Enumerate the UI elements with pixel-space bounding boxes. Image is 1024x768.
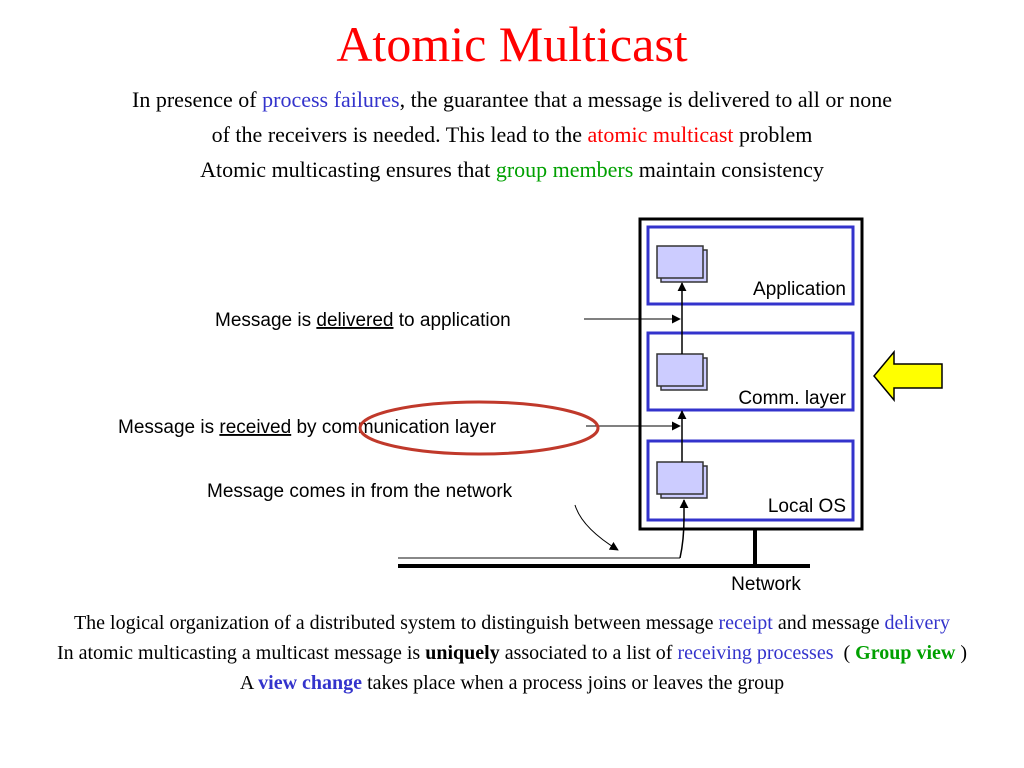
highlight-uniquely: uniquely [425, 642, 500, 664]
highlight-ellipse [358, 400, 600, 456]
intro-text: In presence of process failures, the gua… [20, 82, 1004, 187]
label-received-pre: Message is [118, 417, 219, 438]
intro-line-2-c: problem [733, 122, 813, 147]
bottom-para-1: The logical organization of a distribute… [30, 611, 994, 635]
bottom-1-a: The logical organization of a distribute… [73, 612, 719, 634]
intro-line-1: In presence of process failures, the gua… [20, 82, 1004, 117]
highlight-receiving-processes: receiving processes [677, 642, 834, 664]
os-process-box-front [656, 461, 704, 495]
bottom-para-3: A view change takes place when a process… [30, 671, 994, 695]
layer-label-application: Application [753, 279, 846, 300]
label-received: Message is received by communication lay… [118, 417, 497, 438]
yellow-pointer-arrow-icon [873, 349, 943, 403]
bottom-2-e: ( [833, 642, 856, 664]
highlight-group-members: group members [495, 157, 634, 182]
bottom-1-c: and message [772, 612, 885, 634]
intro-line-3-c: maintain consistency [633, 157, 824, 182]
arrow-network-to-os [679, 499, 689, 559]
label-delivered: Message is delivered to application [215, 310, 511, 331]
layer-label-local-os: Local OS [768, 496, 846, 517]
bottom-2-g: ) [955, 642, 968, 664]
bottom-para-2: In atomic multicasting a multicast messa… [30, 641, 994, 665]
highlight-delivery: delivery [884, 612, 951, 634]
label-received-keyword: received [219, 417, 291, 438]
bottom-3-c: takes place when a process joins or leav… [362, 672, 785, 694]
highlight-process-failures: process failures [262, 87, 400, 112]
bottom-2-a: In atomic multicasting a multicast messa… [56, 642, 426, 664]
intro-line-2: of the receivers is needed. This lead to… [20, 117, 1004, 152]
pointer-network [574, 504, 619, 551]
label-delivered-keyword: delivered [316, 310, 393, 331]
bottom-2-c: associated to a list of [499, 642, 678, 664]
intro-line-3-a: Atomic multicasting ensures that [200, 157, 496, 182]
label-network-in: Message comes in from the network [207, 481, 513, 502]
label-received-post: by communication layer [291, 417, 497, 438]
slide-title: Atomic Multicast [336, 16, 688, 72]
highlight-view-change: view change [258, 672, 363, 694]
app-process-box-front [656, 245, 704, 279]
highlight-atomic-multicast: atomic multicast [587, 122, 734, 147]
intro-line-1-a: In presence of [132, 87, 263, 112]
intro-line-1-c: , the guarantee that a message is delive… [399, 87, 892, 112]
bottom-3-a: A [239, 672, 259, 694]
highlight-receipt: receipt [718, 612, 773, 634]
highlight-group-view: Group view [855, 642, 956, 664]
intro-line-3: Atomic multicasting ensures that group m… [20, 152, 1004, 187]
intro-line-2-a: of the receivers is needed. This lead to… [211, 122, 588, 147]
comm-process-box-front [656, 353, 704, 387]
layer-label-comm: Comm. layer [738, 388, 846, 409]
bottom-text: The logical organization of a distribute… [30, 611, 994, 701]
network-label: Network [731, 574, 801, 595]
